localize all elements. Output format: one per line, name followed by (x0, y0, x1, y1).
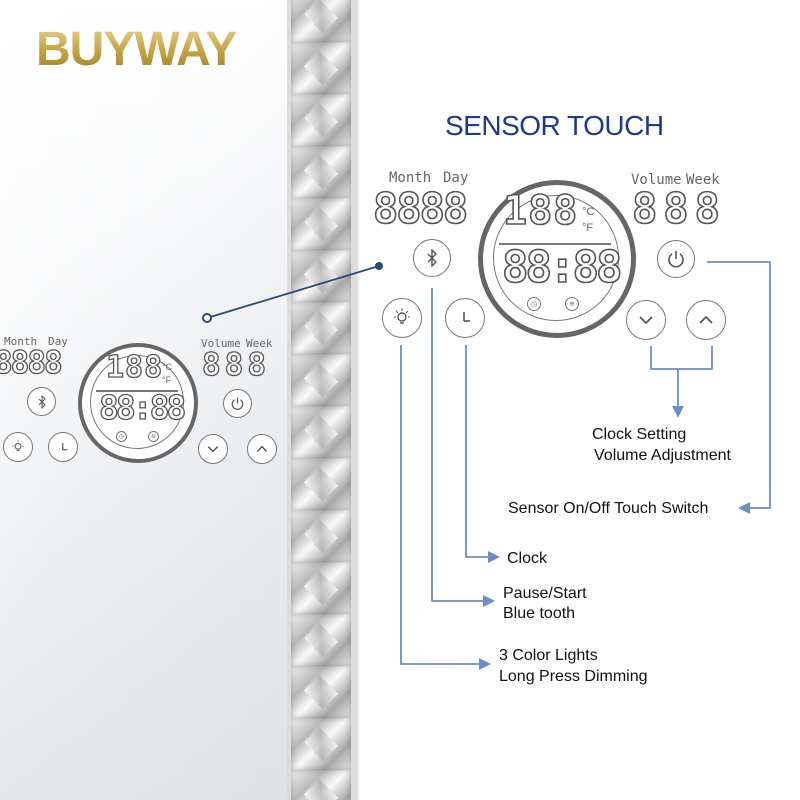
day-label: Day (443, 170, 469, 186)
up-button[interactable] (247, 434, 277, 464)
crystal-gem (291, 770, 351, 800)
crystal-gem (291, 42, 351, 94)
crystal-gem (291, 666, 351, 718)
crystal-border (287, 0, 359, 800)
annotation-volume-adjustment: Volume Adjustment (594, 447, 731, 464)
light-icon (12, 439, 24, 452)
crystal-gem (291, 354, 351, 406)
display-inner-circle (90, 355, 184, 449)
crystal-gem (291, 250, 351, 302)
annotation-bluetooth: Blue tooth (503, 605, 576, 622)
week-label: Week (686, 172, 720, 188)
volume-week-display: 888 (201, 346, 270, 383)
bluetooth-button[interactable] (413, 239, 451, 277)
temperature-display: 188 (502, 187, 579, 235)
annotation-sensor-switch: Sensor On/Off Touch Switch (508, 500, 709, 517)
callout-sensor-switch (707, 261, 771, 509)
callout-clock (465, 345, 493, 558)
light-button[interactable] (3, 432, 33, 462)
clock-button[interactable] (445, 298, 485, 338)
chevron-down-icon (207, 446, 219, 453)
crystal-gem (291, 198, 351, 250)
clock-icon (61, 442, 67, 450)
sound-indicator-icon: ≋ (565, 297, 579, 311)
down-button[interactable] (198, 434, 228, 464)
light-button[interactable] (382, 298, 422, 338)
volume-label: Volume (631, 172, 682, 188)
pointer-start-dot (375, 262, 383, 270)
day-label: Day (48, 335, 68, 348)
week-label: Week (246, 337, 273, 350)
display-divider (96, 390, 178, 392)
clock-indicator-icon: ◷ (116, 431, 127, 442)
crystal-gem (291, 510, 351, 562)
chevron-down-icon (639, 316, 653, 325)
annotation-pause-start: Pause/Start (503, 585, 587, 602)
crystal-gem (291, 0, 351, 42)
arrow-sensor-switch (738, 502, 750, 514)
fahrenheit-unit: °F (582, 222, 594, 234)
up-button[interactable] (686, 300, 726, 340)
fahrenheit-unit: °F (162, 375, 172, 385)
clock-button[interactable] (48, 432, 78, 462)
crystal-gem (291, 146, 351, 198)
power-icon (668, 251, 684, 268)
display-inner-circle (493, 195, 619, 321)
bluetooth-button[interactable] (27, 387, 56, 416)
annotation-color-lights: 3 Color Lights (499, 647, 598, 664)
annotation-clock-setting: Clock Setting (592, 426, 687, 443)
callout-clock-volume-bracket (650, 346, 713, 370)
sound-indicator-icon: ≋ (148, 431, 159, 442)
celsius-unit: °C (582, 206, 595, 218)
power-button[interactable] (657, 240, 695, 278)
chevron-up-icon (699, 315, 713, 324)
crystal-gem (291, 302, 351, 354)
power-button[interactable] (223, 389, 252, 418)
callout-lights (400, 345, 484, 665)
crystal-gem (291, 94, 351, 146)
clock-icon (463, 312, 470, 322)
bluetooth-icon (427, 249, 437, 267)
crystal-gem (291, 614, 351, 666)
clock-display: 88:88 (501, 241, 623, 294)
arrow-bluetooth (483, 595, 495, 607)
brand-logo: BUYWAY (36, 23, 237, 76)
clock-indicator-icon: ◷ (527, 297, 541, 311)
display-divider (499, 243, 611, 245)
power-icon (231, 397, 244, 410)
light-icon (394, 308, 410, 324)
crystal-gem (291, 458, 351, 510)
arrow-clock-volume (672, 406, 684, 418)
volume-week-display: 888 (631, 183, 726, 234)
crystal-gem (291, 718, 351, 770)
arrow-lights (479, 658, 491, 670)
clock-display: 88:88 (98, 387, 187, 427)
annotation-clock: Clock (507, 550, 548, 567)
crystal-gem (291, 406, 351, 458)
crystal-gem (291, 562, 351, 614)
page-title: SENSOR TOUCH (445, 110, 664, 141)
date-display: 8888 (372, 183, 469, 234)
celsius-unit: °C (162, 362, 173, 372)
chevron-up-icon (256, 445, 268, 452)
month-label: Month (389, 170, 432, 186)
annotation-long-press: Long Press Dimming (499, 668, 648, 685)
arrow-clock (488, 551, 500, 563)
month-label: Month (4, 335, 38, 348)
volume-label: Volume (201, 337, 241, 350)
bluetooth-icon (38, 394, 46, 409)
down-button[interactable] (626, 300, 666, 340)
temperature-display: 188 (105, 349, 164, 385)
date-display: 8888 (0, 344, 63, 381)
